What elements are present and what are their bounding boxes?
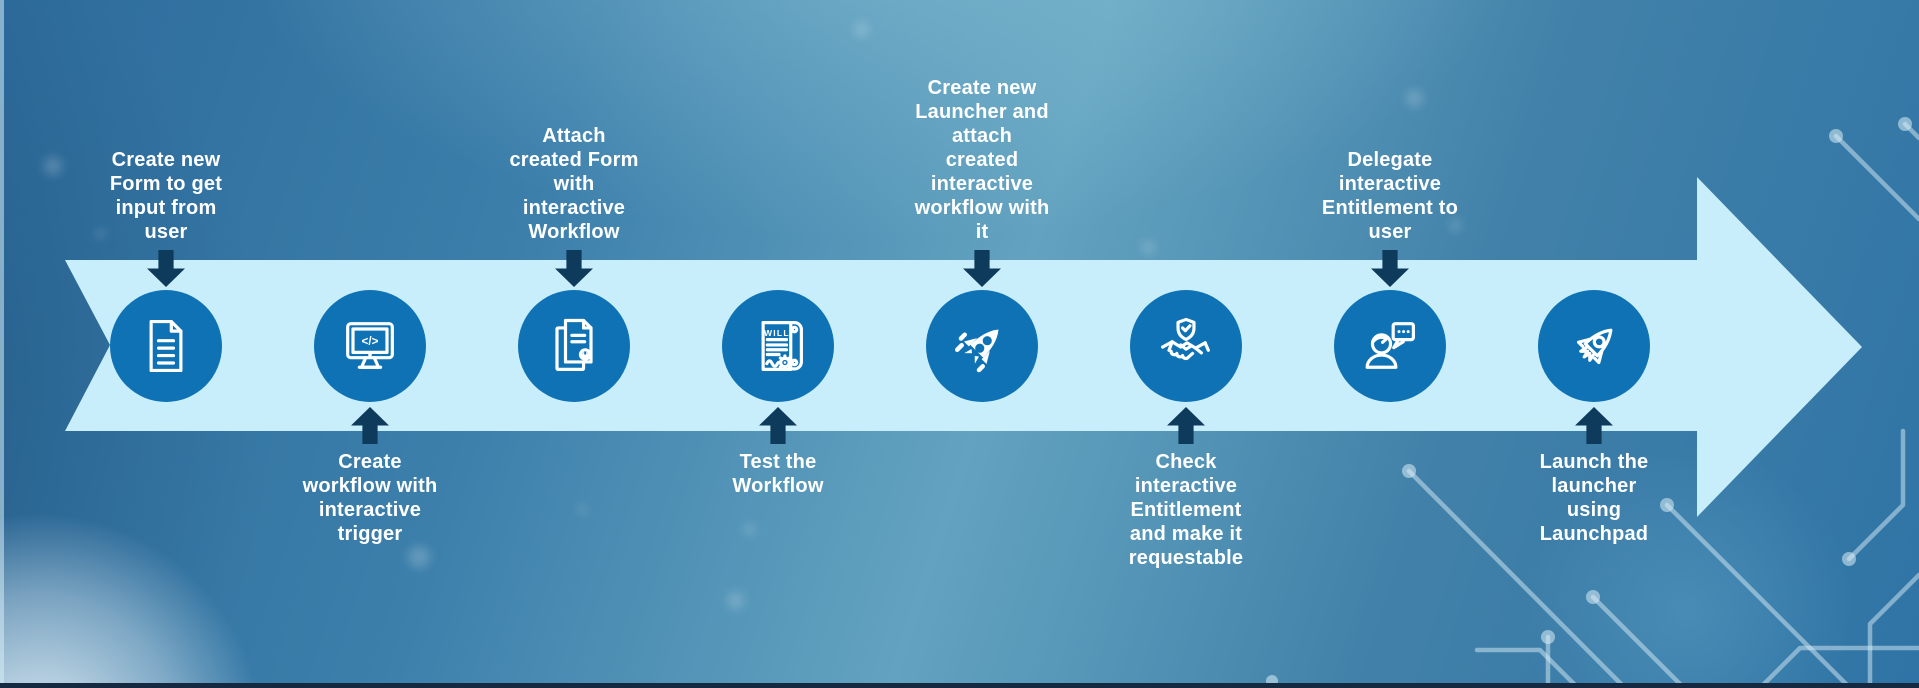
step-1-label: Create new Form to get input from user <box>109 149 223 243</box>
step-8-circle <box>1538 290 1650 402</box>
left-edge-highlight <box>0 0 4 688</box>
step-7-circle <box>1334 290 1446 402</box>
step-8-label: Launch the launcher using Launchpad <box>1539 451 1649 545</box>
step-4-circle: WILL <box>722 290 834 402</box>
rocket-solid-icon <box>954 329 999 373</box>
bokeh-dot <box>408 546 430 568</box>
step-2-circle: </> <box>314 290 426 402</box>
user-chat-icon <box>1365 322 1415 369</box>
step-5-circle <box>926 290 1038 402</box>
bokeh-dot <box>1406 90 1423 107</box>
bokeh-dot <box>1142 241 1155 254</box>
bokeh-dot <box>744 524 755 535</box>
step-7-label: Delegate interactive Entitlement to user <box>1321 149 1459 243</box>
bokeh-dot <box>96 229 105 238</box>
step-4-label: Test the Workflow <box>732 451 824 497</box>
bokeh-dot <box>727 592 744 609</box>
svg-text:</>: </> <box>362 335 379 348</box>
bokeh-dot <box>578 505 587 514</box>
bottom-bar <box>0 683 1919 688</box>
step-6-label: Check interactive Entitlement and make i… <box>1128 451 1244 569</box>
step-5-label: Create new Launcher and attach created i… <box>914 77 1050 243</box>
step-6-circle <box>1130 290 1242 402</box>
will-document-icon: WILL <box>761 321 803 371</box>
monitor-code-icon: </> <box>346 322 394 369</box>
step-3-circle <box>518 290 630 402</box>
bokeh-dot <box>854 22 869 37</box>
bokeh-dot <box>44 157 62 175</box>
attached-documents-icon <box>555 318 593 371</box>
svg-text:WILL: WILL <box>764 328 790 338</box>
bokeh-dot <box>1450 220 1461 231</box>
step-2-label: Create workflow with interactive trigger <box>302 451 438 545</box>
step-1-circle <box>110 290 222 402</box>
rocket-outline-icon <box>1576 328 1613 365</box>
handshake-shield-icon <box>1161 317 1210 361</box>
document-icon <box>149 319 183 373</box>
step-3-label: Attach created Form with interactive Wor… <box>509 125 639 243</box>
